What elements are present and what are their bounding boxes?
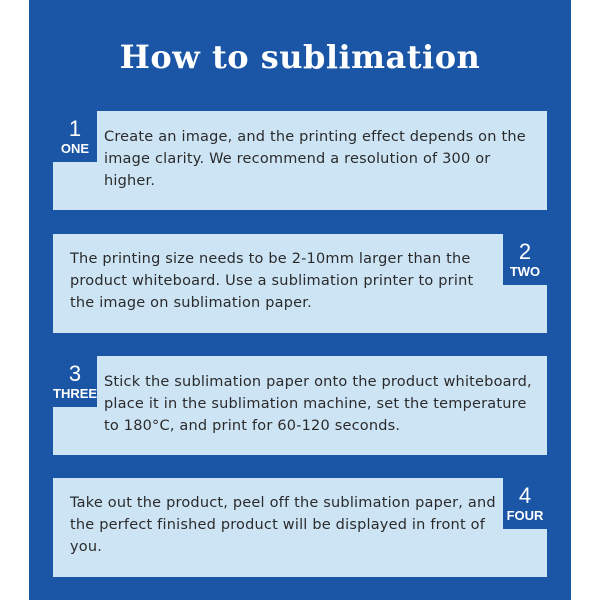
- step-word: TWO: [509, 264, 541, 279]
- step-text: Stick the sublimation paper onto the pro…: [104, 374, 532, 434]
- step-word: THREE: [53, 386, 98, 401]
- step-badge-2: 2 TWO: [503, 234, 547, 285]
- page-title: How to sublimation: [119, 38, 481, 76]
- step-card-4: Take out the product, peel off the subli…: [53, 478, 547, 577]
- step-card-1: 1 ONE Create an image, and the printing …: [53, 111, 547, 210]
- step-card-2: The printing size needs to be 2-10mm lar…: [53, 234, 547, 333]
- step-number: 3: [68, 361, 82, 386]
- step-text: Create an image, and the printing effect…: [104, 129, 526, 189]
- step-badge-1: 1 ONE: [53, 111, 97, 162]
- instructions-panel: How to sublimation 1 ONE Create an image…: [29, 0, 571, 600]
- step-number: 2: [518, 239, 532, 264]
- step-number: 1: [68, 116, 82, 141]
- step-badge-4: 4 FOUR: [503, 478, 547, 529]
- step-badge-3: 3 THREE: [53, 356, 97, 407]
- step-text: Take out the product, peel off the subli…: [70, 495, 496, 555]
- step-word: FOUR: [506, 508, 544, 523]
- step-word: ONE: [60, 141, 90, 156]
- step-number: 4: [518, 483, 532, 508]
- step-text: The printing size needs to be 2-10mm lar…: [70, 251, 474, 311]
- step-card-3: 3 THREE Stick the sublimation paper onto…: [53, 356, 547, 455]
